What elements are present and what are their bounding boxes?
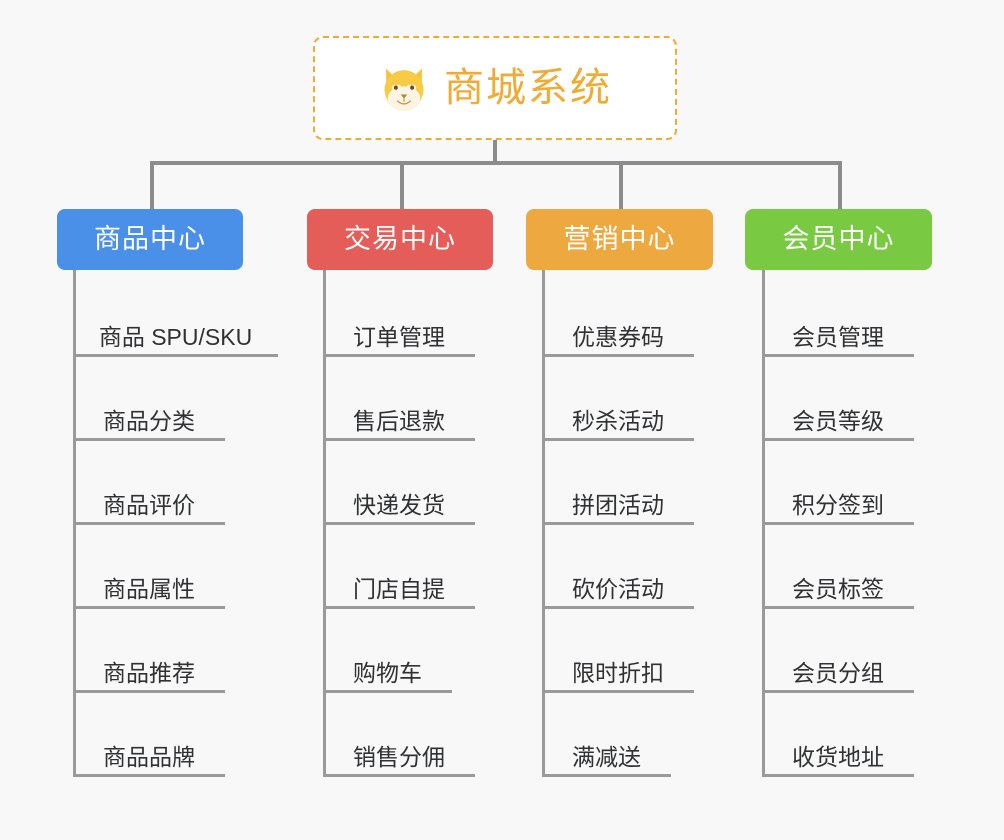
leaf-item[interactable]: 商品评价 — [73, 441, 225, 525]
leaf-item[interactable]: 购物车 — [323, 609, 452, 693]
leaf-item[interactable]: 会员等级 — [762, 357, 914, 441]
leaf-item-label: 商品属性 — [103, 575, 195, 602]
leaf-item[interactable]: 满减送 — [542, 693, 671, 777]
leaf-item-label: 快递发货 — [353, 491, 445, 518]
leaf-item-label: 售后退款 — [353, 407, 445, 434]
root-node[interactable]: 商城系统 — [313, 36, 677, 140]
category-box-3[interactable]: 营销中心 — [526, 209, 713, 270]
category-box-1[interactable]: 商品中心 — [57, 209, 243, 270]
leaf-item[interactable]: 积分签到 — [762, 441, 914, 525]
leaf-item[interactable]: 商品属性 — [73, 525, 225, 609]
leaf-item[interactable]: 售后退款 — [323, 357, 475, 441]
root-title: 商城系统 — [444, 66, 612, 110]
category-label: 营销中心 — [563, 224, 676, 254]
leaf-item-label: 商品评价 — [103, 491, 195, 518]
category-label: 商品中心 — [94, 224, 206, 254]
category-label: 交易中心 — [344, 224, 456, 254]
leaf-item[interactable]: 商品 SPU/SKU — [73, 273, 278, 357]
leaf-item-label: 优惠券码 — [572, 323, 664, 350]
leaf-item-label: 购物车 — [353, 659, 422, 686]
leaf-item-label: 门店自提 — [353, 575, 445, 602]
leaf-item[interactable]: 订单管理 — [323, 273, 475, 357]
connector-horizontal-bus — [150, 161, 840, 165]
connector-drop-4 — [838, 161, 842, 209]
leaf-item-label: 订单管理 — [353, 323, 445, 350]
leaf-item-label: 收货地址 — [792, 743, 884, 770]
leaf-item[interactable]: 会员管理 — [762, 273, 914, 357]
leaf-item[interactable]: 拼团活动 — [542, 441, 694, 525]
category-box-4[interactable]: 会员中心 — [745, 209, 932, 270]
leaf-item[interactable]: 商品分类 — [73, 357, 225, 441]
leaf-item-label: 商品品牌 — [103, 743, 195, 770]
category-label: 会员中心 — [782, 224, 895, 254]
leaf-item-label: 秒杀活动 — [572, 407, 664, 434]
category-box-2[interactable]: 交易中心 — [307, 209, 493, 270]
leaf-item-label: 满减送 — [572, 743, 641, 770]
leaf-item[interactable]: 收货地址 — [762, 693, 914, 777]
leaf-item-label: 商品推荐 — [103, 659, 195, 686]
connector-root-stem — [493, 140, 497, 164]
leaf-item[interactable]: 销售分佣 — [323, 693, 475, 777]
leaf-item[interactable]: 商品推荐 — [73, 609, 225, 693]
leaf-item-label: 销售分佣 — [353, 743, 445, 770]
leaf-item-label: 拼团活动 — [572, 491, 664, 518]
leaf-item[interactable]: 限时折扣 — [542, 609, 694, 693]
leaf-item[interactable]: 优惠券码 — [542, 273, 694, 357]
connector-drop-3 — [619, 161, 623, 209]
connector-drop-1 — [150, 161, 154, 209]
shiba-dog-face-icon — [384, 68, 424, 111]
leaf-item-label: 商品分类 — [103, 407, 195, 434]
leaf-item[interactable]: 砍价活动 — [542, 525, 694, 609]
leaf-item[interactable]: 会员分组 — [762, 609, 914, 693]
leaf-item-label: 会员分组 — [792, 659, 884, 686]
leaf-item[interactable]: 秒杀活动 — [542, 357, 694, 441]
leaf-item-label: 限时折扣 — [572, 659, 664, 686]
leaf-item[interactable]: 会员标签 — [762, 525, 914, 609]
leaf-item-label: 会员管理 — [792, 323, 884, 350]
leaf-item[interactable]: 门店自提 — [323, 525, 475, 609]
connector-drop-2 — [400, 161, 404, 209]
leaf-item-label: 商品 SPU/SKU — [98, 323, 253, 350]
leaf-item[interactable]: 商品品牌 — [73, 693, 225, 777]
leaf-item-label: 砍价活动 — [572, 575, 664, 602]
leaf-item-label: 会员等级 — [792, 407, 884, 434]
leaf-item[interactable]: 快递发货 — [323, 441, 475, 525]
leaf-item-label: 会员标签 — [792, 575, 884, 602]
leaf-item-label: 积分签到 — [792, 491, 884, 518]
